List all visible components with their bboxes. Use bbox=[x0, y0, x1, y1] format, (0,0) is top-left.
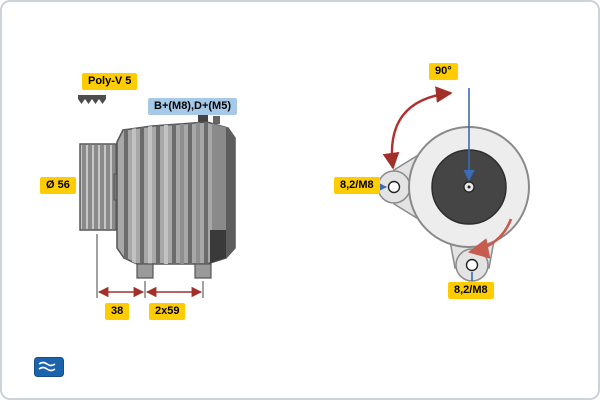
dimension-lines bbox=[96, 234, 204, 298]
alternator-side-view bbox=[78, 95, 236, 298]
label-dim-38: 38 bbox=[105, 303, 130, 320]
belt-profile-icon bbox=[78, 95, 106, 104]
label-belt-type: Poly-V 5 bbox=[82, 73, 138, 90]
label-terminals: B+(M8),D+(M5) bbox=[148, 98, 238, 115]
alternator-body bbox=[116, 121, 236, 265]
label-hole-left: 8,2/M8 bbox=[334, 177, 380, 194]
mounting-lugs bbox=[136, 263, 212, 279]
rotation-arrow bbox=[467, 218, 513, 259]
label-mount-angle: 90° bbox=[429, 63, 458, 80]
label-dim-2x59: 2x59 bbox=[149, 303, 186, 320]
alternator-rear-view bbox=[375, 86, 530, 282]
pulley bbox=[79, 143, 117, 231]
leader-lines bbox=[375, 88, 475, 281]
shaft-center-dot bbox=[467, 185, 471, 189]
angle-arc-arrow bbox=[382, 86, 453, 170]
mounting-hole-left bbox=[387, 180, 401, 194]
mounting-hole-bottom bbox=[465, 258, 479, 272]
label-hole-bottom: 8,2/M8 bbox=[448, 282, 494, 299]
brand-logo bbox=[34, 357, 64, 377]
terminal-studs bbox=[198, 113, 220, 124]
label-pulley-diameter: Ø 56 bbox=[40, 177, 76, 194]
cooling-fins bbox=[124, 122, 235, 264]
